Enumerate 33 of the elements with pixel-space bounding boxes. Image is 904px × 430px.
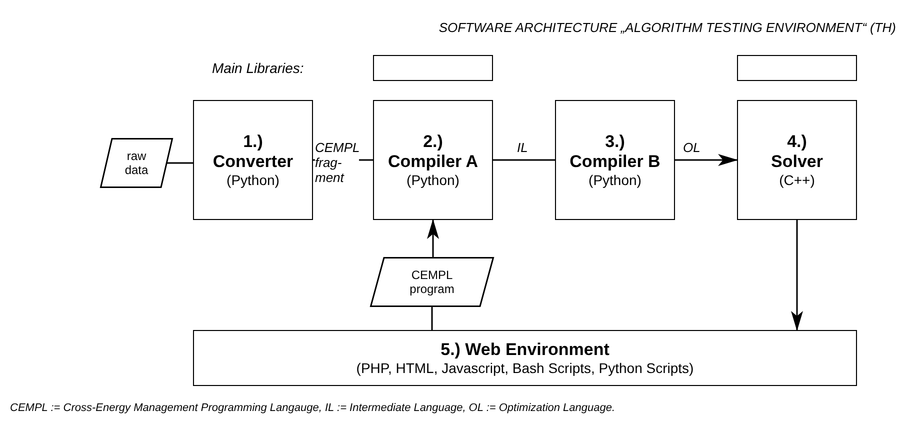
box-subtitle: (Python) xyxy=(406,172,460,188)
edge-label: OL xyxy=(683,140,700,155)
library-box xyxy=(737,55,857,81)
box-title: 4.) Solver xyxy=(771,132,823,172)
box-subtitle: (PHP, HTML, Javascript, Bash Scripts, Python Scripts) xyxy=(356,360,694,376)
box-subtitle: (C++) xyxy=(779,172,815,188)
box-title: 1.) Converter xyxy=(212,132,294,172)
data-parallelogram xyxy=(370,257,494,307)
box-title: 5.) Web Environment xyxy=(440,340,610,360)
box-subtitle: (Python) xyxy=(588,172,642,188)
box-title: 3.) Compiler B xyxy=(570,132,660,172)
data-label: CEMPL program xyxy=(408,268,456,296)
caption: CEMPL := Cross-Energy Management Programming Langauge, IL := Intermediate Language, OL := Optimization Language. xyxy=(10,402,616,414)
process-box xyxy=(193,330,857,386)
data-parallelogram xyxy=(100,138,173,188)
arrow xyxy=(791,220,803,331)
process-box xyxy=(373,100,493,220)
connector-line xyxy=(493,159,555,161)
process-box xyxy=(555,100,675,220)
edge-label: CEMPL frag- ment xyxy=(315,140,359,185)
box-subtitle: (Python) xyxy=(226,172,280,188)
arrow xyxy=(675,154,738,166)
process-box xyxy=(193,100,313,220)
connector-line xyxy=(167,162,193,164)
connector-line xyxy=(431,307,433,330)
process-box xyxy=(737,100,857,220)
library-box xyxy=(373,55,493,81)
diagram-title: SOFTWARE ARCHITECTURE „ALGORITHM TESTING ENVIRONMENT“ (TH) xyxy=(438,20,896,35)
box-title: 2.) Compiler A xyxy=(388,132,478,172)
edge-label: IL xyxy=(517,140,528,155)
data-label: raw data xyxy=(124,149,150,177)
section-label: Main Libraries: xyxy=(212,60,304,76)
arrow xyxy=(427,219,439,257)
